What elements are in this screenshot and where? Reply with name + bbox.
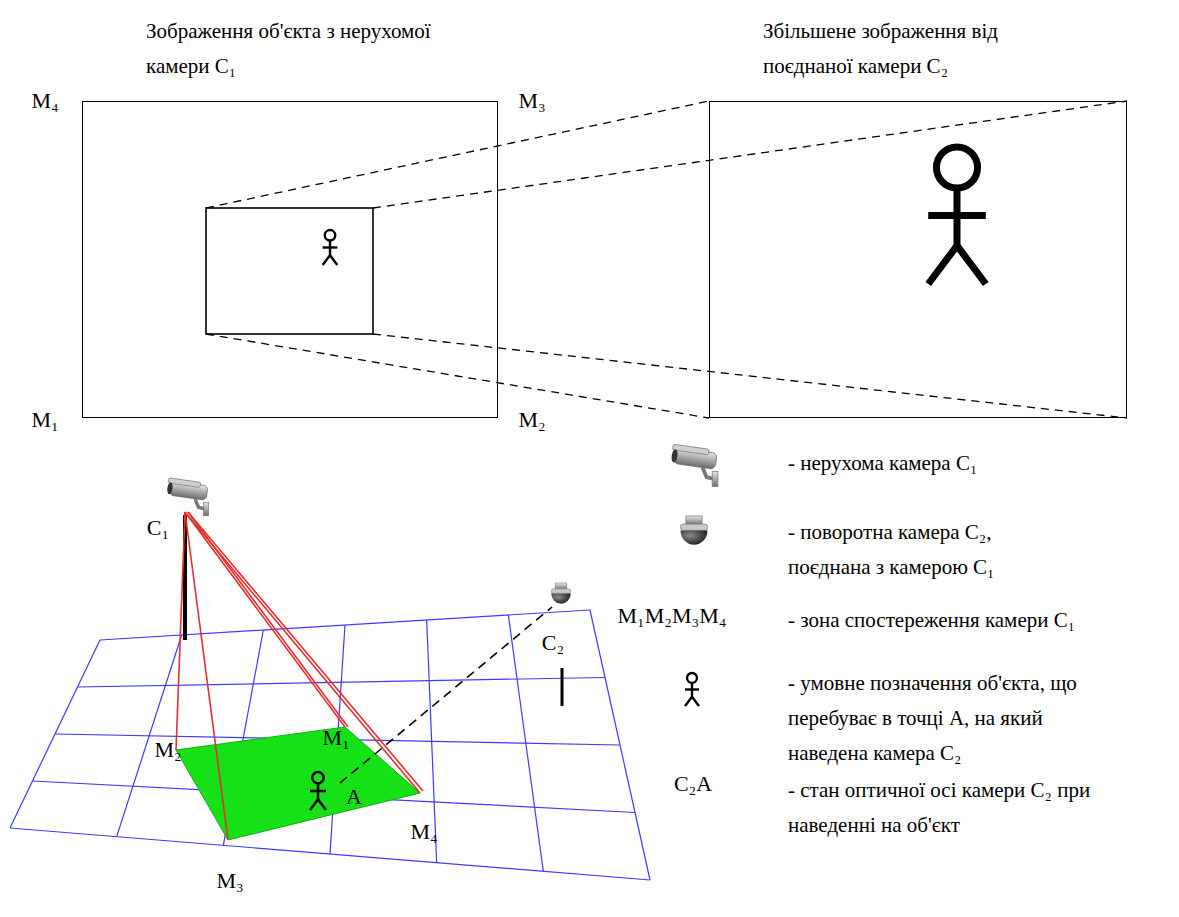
legend-text: - нерухома камера C₁ [788,446,1168,481]
camera-mount [204,502,209,516]
camera-hood [168,478,201,488]
person-arms [310,790,326,793]
zoom-line [373,334,1127,418]
point-label: M₄ [31,89,58,113]
legend-ptz-camera-icon [681,516,708,545]
view-line [185,512,345,727]
point-label: M₁ [322,726,349,750]
zoom-line [373,101,1127,208]
legend-text: - умовне позначення об'єкта, що перебува… [788,666,1113,771]
view-lines [176,512,423,840]
camera-lens [671,449,678,463]
camera-hood [673,444,710,455]
zoom-line [206,101,709,208]
point-label: M₂ [154,738,181,762]
camera-lens [167,482,174,494]
point-label: M₄ [410,820,437,844]
legend-object-icon [685,673,699,706]
person-arms [928,212,986,219]
point-label: M₃ [518,89,545,113]
legend-text: - стан оптичної осі камери C₂ при наведе… [788,773,1173,843]
ptz-camera-icon [551,583,571,604]
dome-mount [686,516,702,525]
person-arms [323,246,338,248]
frame-title: Зображення об'єкта з нерухомої камери C₁ [146,14,446,84]
view-line [188,512,423,791]
camera-mount [712,471,718,486]
point-label: M₁M₂M₃M₄ [618,604,727,628]
view-line [176,512,185,750]
object-icon [310,772,326,810]
frame-title: Збільшене зображення від поєднаної камер… [763,14,1063,84]
view-line [185,512,420,793]
optical-axis [340,607,552,783]
person-head [687,673,697,683]
person-head [325,230,336,241]
zoom-region [206,208,373,334]
point-label: M₁ [31,408,58,432]
point-label: C₂A [674,772,712,796]
object-icon-large [928,147,986,284]
dome-globe [551,593,571,603]
image-frame: Збільшене зображення від поєднаної камер… [709,101,1127,418]
person-legs [323,255,338,265]
point-label: M₂ [518,408,545,432]
grid-line [78,678,606,688]
legend-text: - зона спостереження камери C₁ [788,603,1163,638]
point-label: M₃ [216,869,243,893]
dome-ring [681,524,708,530]
person-arms [685,688,699,690]
legend-text: - поворотна камера C₂, поєднана з камеро… [788,515,1053,585]
person-legs [310,799,326,810]
point-label: A [346,785,362,809]
object-icon [323,230,338,265]
person-head [936,147,977,188]
fixed-camera-icon [166,478,208,516]
point-label: C₁ [147,516,169,540]
zoom-lines [206,101,1127,418]
dome-ring [551,589,571,594]
camera-pole [561,668,564,706]
person-head [312,772,323,783]
dome-mount [555,583,567,590]
view-line [188,512,348,727]
person-legs [928,246,986,284]
zoom-line [206,334,709,418]
image-frame: Зображення об'єкта з нерухомої камери C₁ [82,101,498,418]
point-label: C₂ [542,631,564,655]
legend-fixed-camera-icon [671,444,718,486]
dome-globe [681,530,708,544]
ground-grid [10,610,650,880]
person-legs [685,697,699,706]
grid-line [10,828,650,880]
